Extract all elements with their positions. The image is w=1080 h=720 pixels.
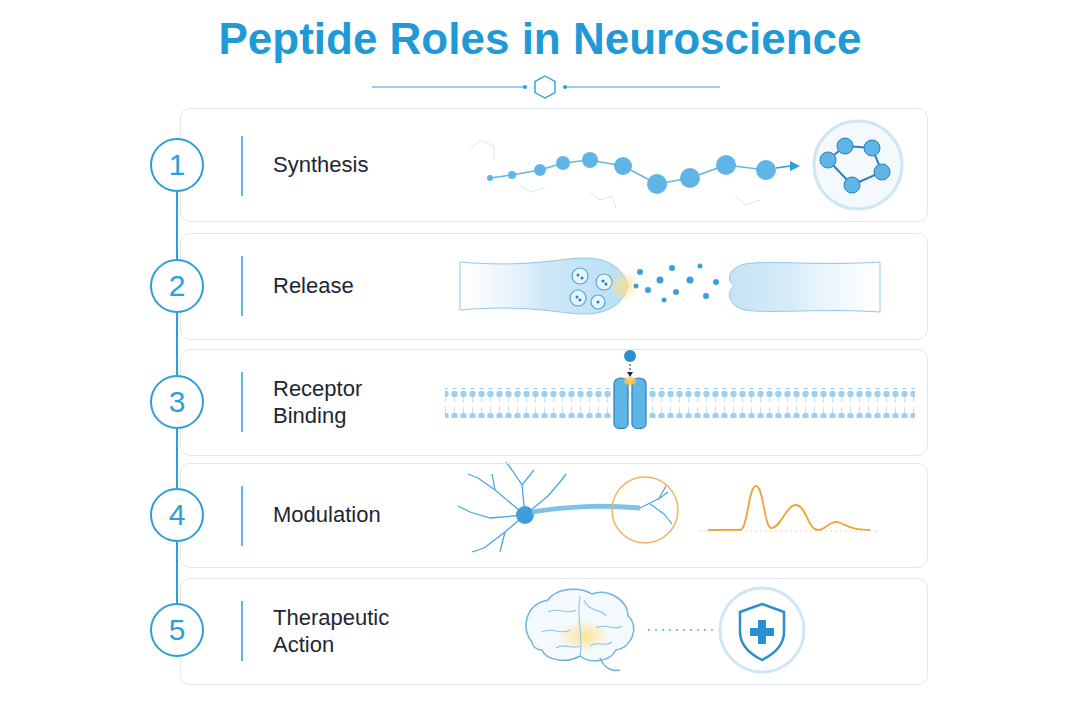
step-number: 2 bbox=[169, 269, 186, 303]
step-number-circle: 2 bbox=[150, 259, 204, 313]
step-number-circle: 5 bbox=[150, 603, 204, 657]
step-card: Modulation bbox=[180, 463, 928, 568]
diagram-title: Peptide Roles in Neuroscience bbox=[0, 14, 1080, 64]
step-label: Therapeutic Action bbox=[273, 605, 403, 658]
step-number-circle: 1 bbox=[150, 138, 204, 192]
timeline-connector bbox=[176, 313, 178, 375]
step-number: 1 bbox=[169, 148, 186, 182]
timeline-connector bbox=[176, 429, 178, 488]
step-label: Modulation bbox=[273, 502, 403, 528]
step-number-circle: 4 bbox=[150, 488, 204, 542]
step-card: Synthesis bbox=[180, 108, 928, 222]
timeline-connector bbox=[176, 542, 178, 603]
step-number: 5 bbox=[169, 613, 186, 647]
step-label: Release bbox=[273, 273, 403, 299]
step-number: 4 bbox=[169, 498, 186, 532]
step-label: Receptor Binding bbox=[273, 376, 403, 429]
step-card: Therapeutic Action bbox=[180, 578, 928, 685]
step-number: 3 bbox=[169, 385, 186, 419]
timeline-connector bbox=[176, 192, 178, 259]
step-card: Receptor Binding bbox=[180, 349, 928, 456]
step-label: Synthesis bbox=[273, 152, 403, 178]
step-card: Release bbox=[180, 233, 928, 340]
step-number-circle: 3 bbox=[150, 375, 204, 429]
